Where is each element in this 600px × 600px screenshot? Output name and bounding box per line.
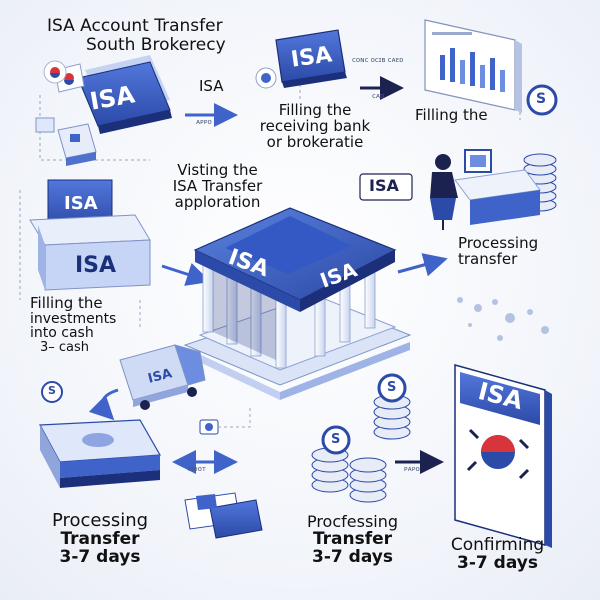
bank-building — [183, 207, 412, 400]
person-at-desk — [430, 149, 541, 230]
isa-badge-desk: ISA — [64, 193, 98, 214]
step-confirming: Confirming 3-7 days — [440, 535, 555, 573]
step-processing-right-line2: transfer — [458, 249, 518, 268]
arrow-mid-left — [161, 263, 211, 286]
coin-symbol-center: S — [387, 380, 397, 395]
arrow-mid-right — [397, 253, 448, 277]
coin-symbol-top: S — [536, 91, 547, 107]
small-device-center — [199, 405, 251, 435]
step-confirming-line2: 3-7 days — [457, 552, 538, 573]
step-receiving-line3: or brokeratie — [266, 132, 364, 151]
document-boxes-left — [35, 117, 97, 166]
diagram-title-line1: ISA Account Transfer — [47, 16, 223, 36]
step-processing-bm-line2: Transfer — [312, 528, 393, 549]
step-processing-bottom-left: Processing Transfer 3-7 days — [36, 510, 164, 567]
arrow-label-small-4: ᴘᴀᴘᴏ — [404, 465, 420, 473]
step-receiving-bank: Filling the receiving bank or brokeratie — [255, 101, 375, 151]
isa-counter-desk — [29, 179, 151, 291]
step-processing-right: Processing transfer — [458, 234, 539, 268]
step-processing-bottom-mid: Procfessing Transfer 3-7 days — [290, 512, 415, 567]
step-processing-bl-line3: 3-7 days — [59, 546, 141, 567]
step-processing-bl-line1: Processing — [51, 510, 149, 531]
diagram-title-line2: South Brokerecy — [86, 35, 226, 55]
step-confirming-line1: Confirming — [450, 535, 545, 555]
step-processing-bm-line3: 3-7 days — [312, 546, 393, 567]
coin-icon-left — [41, 381, 63, 403]
isa-badge-right: ISA — [369, 176, 399, 195]
isa-badge-top: ISA — [289, 42, 334, 73]
sparkle-dots — [457, 297, 549, 341]
step-visiting: Visting the ISA Transfer apploration — [150, 161, 285, 211]
isa-tag-right — [359, 173, 413, 201]
step-investments-line2: investments — [30, 310, 117, 327]
step-visiting-line1: Visting the — [177, 161, 258, 179]
step-receiving-line2: receiving bank — [259, 116, 371, 135]
step-investments-line3: into cash — [30, 325, 94, 342]
step-processing-bl-line2: Transfer — [60, 528, 140, 549]
step-receiving-line1: Filling the — [278, 101, 352, 119]
confirmation-card — [454, 364, 552, 548]
arrow-label-small-2: ᴄᴀᴅ — [372, 92, 385, 100]
isa-badge-counter: ISA — [75, 253, 117, 278]
arrow-label-small-3: ᴍᴏᴏᴛ — [188, 465, 206, 473]
cash-bundle — [39, 419, 161, 488]
arrow-label-screen: ᴄᴏɴᴄ ᴏᴄɪʙ ᴄᴀᴇᴅ — [352, 56, 404, 64]
arrow-label-small-1: ᴀᴘᴘᴏ — [196, 118, 212, 126]
step-visiting-line2: ISA Transfer — [172, 176, 263, 195]
step-processing-right-line1: Processing — [458, 234, 539, 252]
isa-cards-bottom — [184, 492, 263, 539]
coin-stack-center-right — [373, 373, 411, 440]
coin-symbol-left: S — [48, 384, 56, 397]
coin-stacks-bottom — [311, 425, 387, 503]
step-investments: Filling the investments into cash 3– cas… — [30, 294, 117, 356]
step-investments-line4: 3– cash — [40, 340, 90, 356]
arrow-curve-left — [88, 388, 119, 421]
step-filling-top-right: Filling the — [415, 106, 488, 124]
coin-symbol-bottom: S — [331, 432, 341, 447]
arrow-label-isa: ISA — [199, 77, 224, 95]
delivery-truck — [119, 344, 206, 410]
flag-icon-circle — [43, 60, 67, 84]
isa-sign-top — [255, 29, 347, 89]
step-visiting-line3: apploration — [174, 192, 261, 211]
chart-board — [424, 19, 522, 113]
isa-card-stack-top-left — [54, 55, 172, 134]
step-processing-bm-line1: Procfessing — [306, 512, 399, 531]
step-investments-line1: Filling the — [30, 294, 103, 312]
